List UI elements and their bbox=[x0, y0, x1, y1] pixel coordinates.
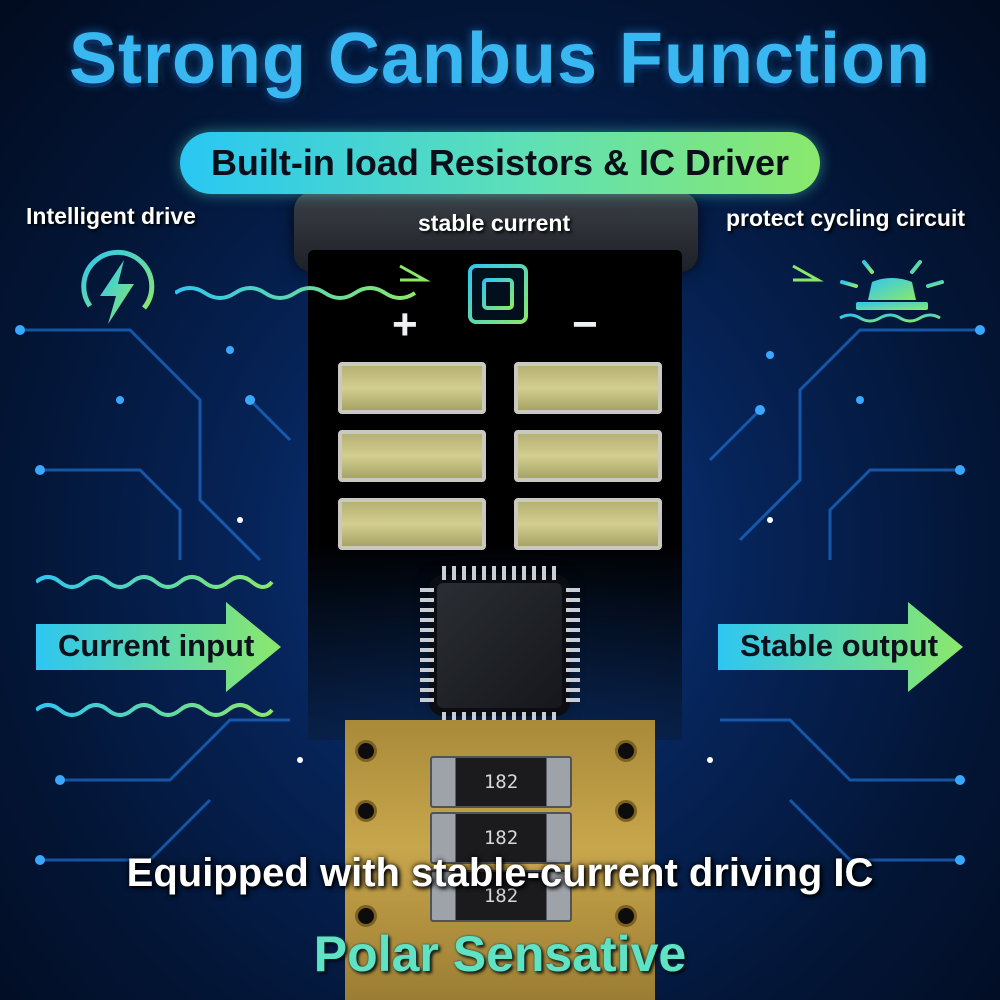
led-chip bbox=[514, 362, 662, 414]
chip-icon bbox=[456, 252, 540, 336]
intelligent-drive-label: Intelligent drive bbox=[26, 203, 196, 229]
led-chip bbox=[514, 430, 662, 482]
stable-current-label: stable current bbox=[418, 210, 571, 236]
load-resistor: 182 bbox=[430, 870, 572, 922]
stable-flow-lines bbox=[558, 264, 824, 310]
polarity-caption: Polar Sensative bbox=[313, 926, 687, 982]
led-chip bbox=[514, 498, 662, 550]
led-chip bbox=[338, 430, 486, 482]
current-flow-lines bbox=[175, 264, 431, 310]
feature-pill: Built-in load Resistors & IC Driver bbox=[180, 132, 820, 194]
warning-light-icon bbox=[839, 252, 944, 323]
led-chip bbox=[338, 362, 486, 414]
base-hole bbox=[615, 800, 637, 822]
protect-cycling-label: protect cycling circuit bbox=[726, 205, 966, 231]
ic-driver-chip bbox=[437, 583, 562, 708]
page-title: Strong Canbus Function bbox=[69, 19, 931, 99]
base-hole bbox=[615, 905, 637, 927]
lightning-icon bbox=[81, 249, 155, 324]
led-chip bbox=[338, 498, 486, 550]
base-hole bbox=[355, 740, 377, 762]
stable-output-arrow bbox=[718, 579, 963, 715]
current-input-label: Current input bbox=[58, 628, 255, 663]
load-resistor: 182 bbox=[430, 812, 572, 864]
stable-output-label: Stable output bbox=[740, 628, 939, 663]
current-input-arrow bbox=[36, 575, 281, 717]
base-hole bbox=[355, 905, 377, 927]
load-resistor: 182 bbox=[430, 756, 572, 808]
ic-caption: Equipped with stable-current driving IC bbox=[126, 851, 874, 895]
ic-pins bbox=[420, 566, 580, 726]
pill-label: Built-in load Resistors & IC Driver bbox=[210, 142, 790, 183]
base-hole bbox=[615, 740, 637, 762]
base-hole bbox=[355, 800, 377, 822]
